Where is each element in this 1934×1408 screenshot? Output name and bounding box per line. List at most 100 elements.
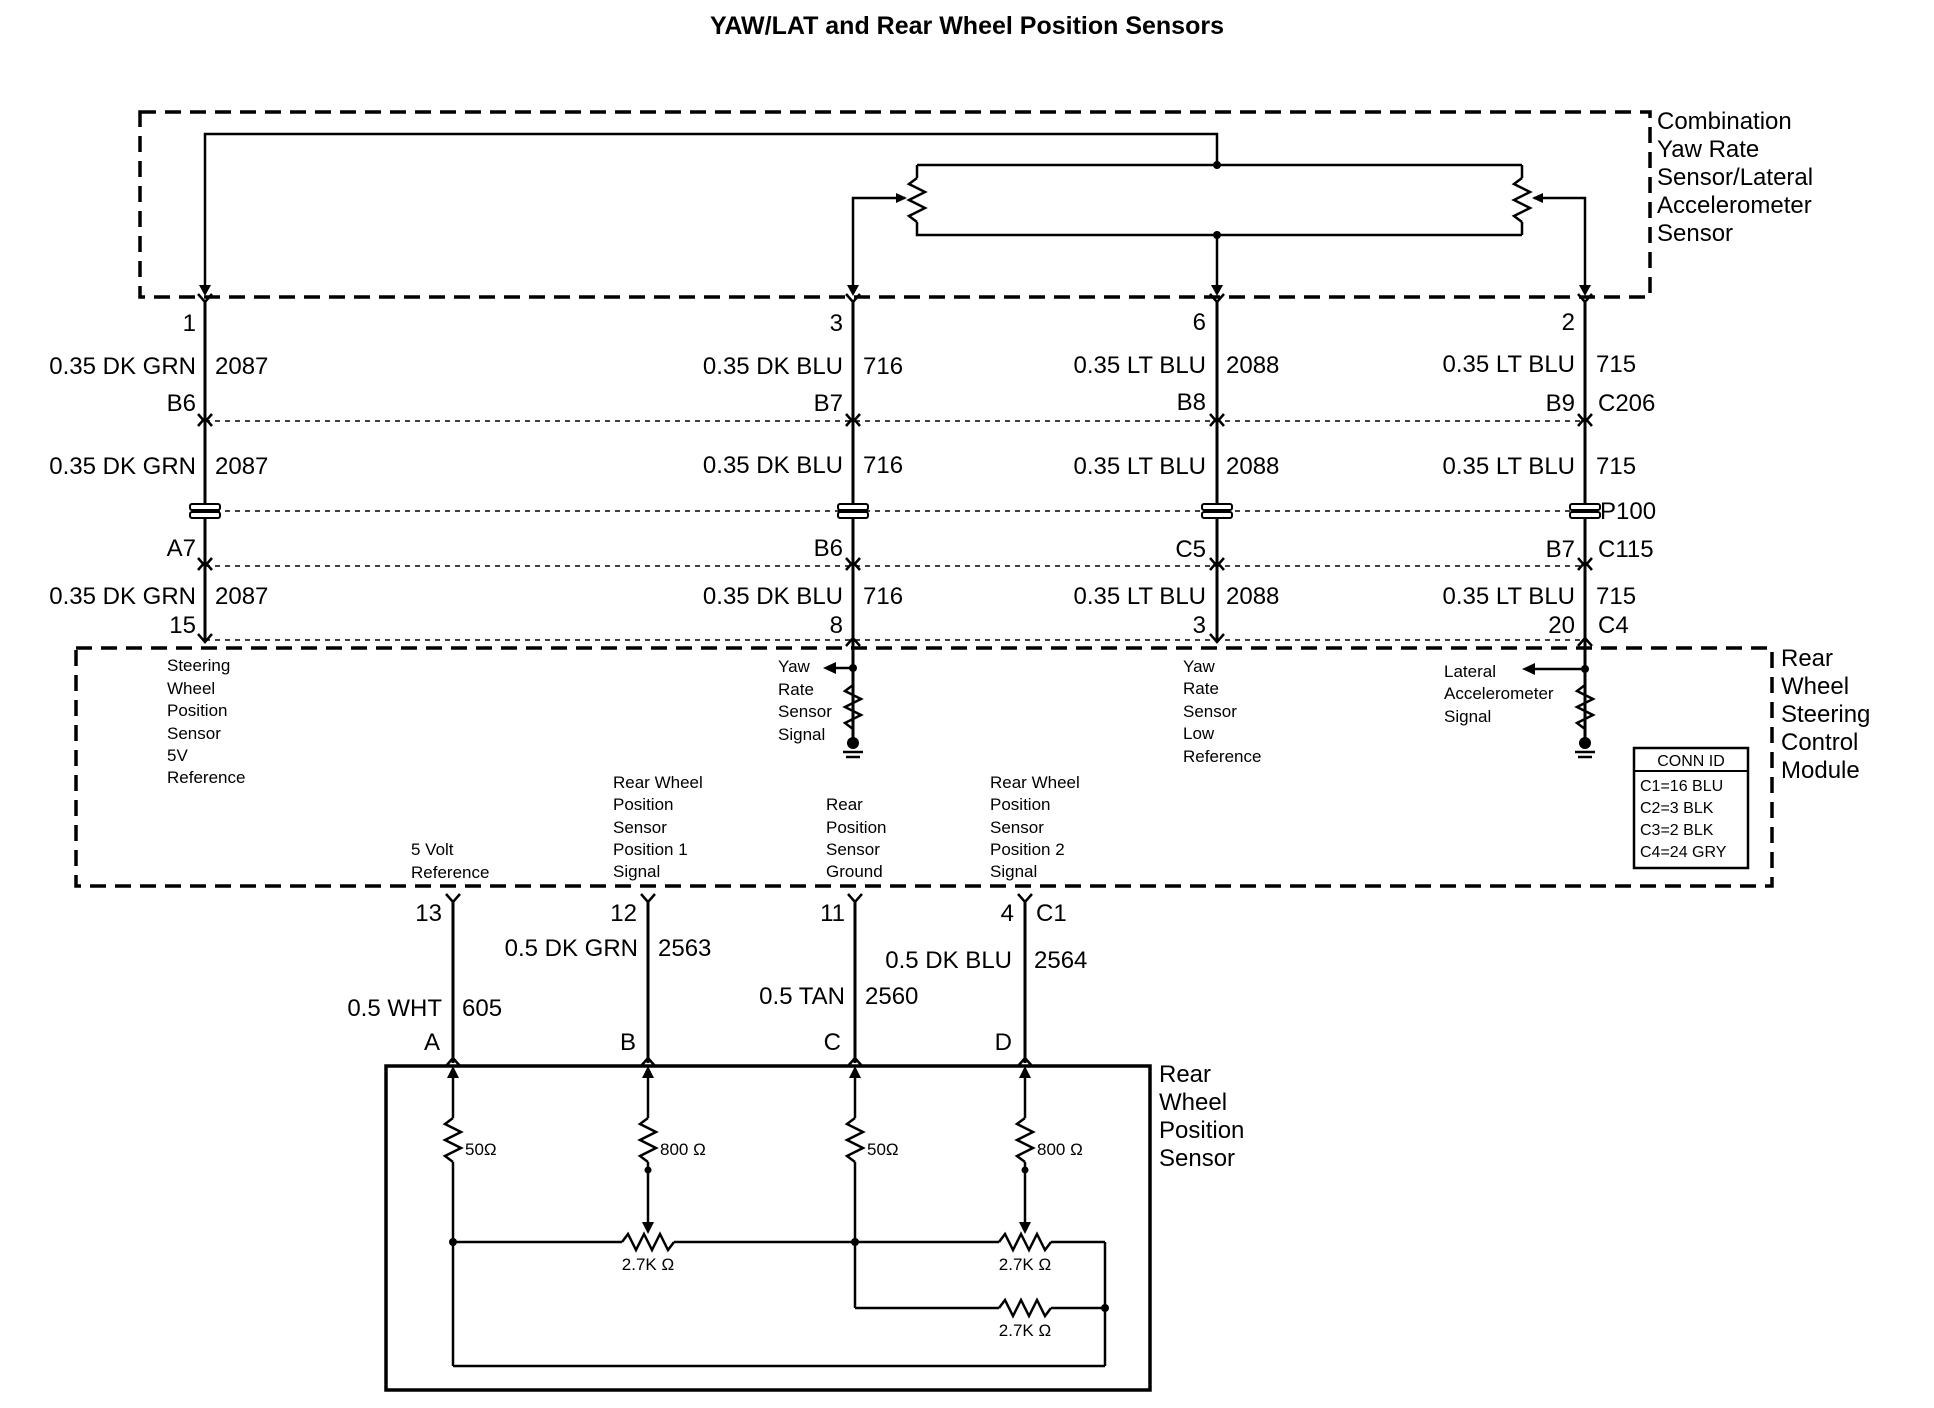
- svg-text:Sensor: Sensor: [826, 840, 880, 859]
- label-steering-wheel-5v-ref: Steering Wheel Position Sensor 5V Refere…: [167, 656, 245, 787]
- svg-text:0.35 LT BLU: 0.35 LT BLU: [1073, 352, 1206, 379]
- circuit-2560: 11 0.5 TAN 2560 C: [759, 893, 918, 1067]
- svg-text:Low: Low: [1183, 724, 1215, 743]
- rear-wheel-steering-control-module: Rear Wheel Steering Control Module Steer…: [74, 645, 1870, 888]
- svg-text:2.7K Ω: 2.7K Ω: [999, 1321, 1051, 1340]
- svg-text:6: 6: [1193, 309, 1206, 336]
- svg-text:Combination: Combination: [1657, 108, 1792, 135]
- diagram-title: YAW/LAT and Rear Wheel Position Sensors: [710, 12, 1224, 40]
- svg-text:Rear Wheel: Rear Wheel: [990, 773, 1080, 792]
- svg-text:3: 3: [830, 310, 843, 337]
- svg-text:Sensor: Sensor: [167, 724, 221, 743]
- svg-text:0.35 DK GRN: 0.35 DK GRN: [49, 353, 196, 380]
- svg-text:0.5 WHT: 0.5 WHT: [347, 995, 442, 1022]
- svg-text:C206: C206: [1598, 390, 1655, 417]
- svg-text:Position 2: Position 2: [990, 840, 1065, 859]
- label-yaw-rate-low-reference: Yaw Rate Sensor Low Reference: [1183, 657, 1261, 766]
- svg-text:800 Ω: 800 Ω: [660, 1140, 706, 1159]
- svg-text:Reference: Reference: [411, 863, 489, 882]
- svg-text:0.5 DK BLU: 0.5 DK BLU: [885, 947, 1012, 974]
- svg-text:B8: B8: [1177, 389, 1206, 416]
- svg-text:C115: C115: [1598, 536, 1654, 563]
- svg-text:C3=2 BLK: C3=2 BLK: [1640, 822, 1714, 839]
- svg-text:Ground: Ground: [826, 862, 883, 881]
- svg-text:5V: 5V: [167, 746, 188, 765]
- svg-text:Rate: Rate: [778, 680, 814, 699]
- svg-text:Position: Position: [826, 818, 886, 837]
- svg-text:0.35 DK BLU: 0.35 DK BLU: [703, 452, 843, 479]
- connector-p100: P100: [189, 498, 1656, 525]
- svg-text:A: A: [424, 1029, 440, 1056]
- svg-text:0.35 LT BLU: 0.35 LT BLU: [1073, 453, 1206, 480]
- svg-text:CONN ID: CONN ID: [1657, 753, 1725, 770]
- svg-text:2.7K Ω: 2.7K Ω: [622, 1255, 674, 1274]
- svg-text:Sensor: Sensor: [1657, 220, 1733, 247]
- svg-text:Position 1: Position 1: [613, 840, 688, 859]
- rear-wheel-position-sensor: Rear Wheel Position Sensor 50Ω 800 Ω 50Ω: [384, 1061, 1244, 1392]
- label-rwp-position-1: Rear Wheel Position Sensor Position 1 Si…: [613, 773, 703, 881]
- svg-text:Rate: Rate: [1183, 679, 1219, 698]
- svg-text:50Ω: 50Ω: [465, 1140, 497, 1159]
- circuit-715: 2 0.35 LT BLU 715 B9 C206 0.35 LT BLU 71…: [1442, 293, 1655, 740]
- svg-text:Sensor: Sensor: [1159, 1145, 1235, 1172]
- svg-text:Sensor: Sensor: [1183, 702, 1237, 721]
- circuit-2087: 1 0.35 DK GRN 2087 B6 0.35 DK GRN 2087 A…: [49, 293, 268, 644]
- circuit-605: 13 0.5 WHT 605 A: [347, 893, 502, 1067]
- svg-text:Sensor: Sensor: [778, 702, 832, 721]
- svg-text:B7: B7: [814, 390, 843, 417]
- svg-text:B: B: [620, 1029, 636, 1056]
- svg-text:C1: C1: [1036, 900, 1067, 927]
- svg-text:Rear: Rear: [1159, 1061, 1211, 1088]
- svg-text:2088: 2088: [1226, 453, 1279, 480]
- svg-text:C1=16 BLU: C1=16 BLU: [1640, 778, 1723, 795]
- circuit-2088: 6 0.35 LT BLU 2088 B8 0.35 LT BLU 2088 C…: [1073, 293, 1279, 644]
- svg-text:2088: 2088: [1226, 352, 1279, 379]
- svg-text:715: 715: [1596, 453, 1636, 480]
- svg-text:Lateral: Lateral: [1444, 662, 1496, 681]
- svg-text:2560: 2560: [865, 983, 918, 1010]
- svg-text:C4=24 GRY: C4=24 GRY: [1640, 844, 1727, 861]
- svg-text:C4: C4: [1598, 612, 1629, 639]
- svg-text:C2=3 BLK: C2=3 BLK: [1640, 800, 1714, 817]
- svg-text:4: 4: [1001, 900, 1014, 927]
- label-rwp-position-2: Rear Wheel Position Sensor Position 2 Si…: [990, 773, 1080, 881]
- svg-text:Yaw: Yaw: [1183, 657, 1216, 676]
- svg-text:C: C: [824, 1029, 841, 1056]
- circuit-2564: 4 C1 0.5 DK BLU 2564 D: [885, 893, 1087, 1067]
- svg-text:716: 716: [863, 583, 903, 610]
- svg-text:2088: 2088: [1226, 583, 1279, 610]
- svg-text:13: 13: [415, 900, 442, 927]
- label-yaw-rate-signal: Yaw Rate Sensor Signal: [778, 657, 832, 744]
- svg-text:0.35 DK GRN: 0.35 DK GRN: [49, 583, 196, 610]
- svg-text:2087: 2087: [215, 353, 268, 380]
- svg-text:Position: Position: [990, 795, 1050, 814]
- label-5v-reference: 5 Volt Reference: [411, 840, 489, 882]
- svg-text:Signal: Signal: [778, 725, 825, 744]
- svg-text:Wheel: Wheel: [1781, 673, 1849, 700]
- svg-text:Rear: Rear: [1781, 645, 1833, 672]
- svg-text:C5: C5: [1175, 536, 1206, 563]
- svg-text:715: 715: [1596, 351, 1636, 378]
- svg-text:20: 20: [1548, 612, 1575, 639]
- yaw-lat-sensor: Combination Yaw Rate Sensor/Lateral Acce…: [138, 108, 1813, 299]
- svg-text:0.5 TAN: 0.5 TAN: [759, 983, 845, 1010]
- svg-text:605: 605: [462, 995, 502, 1022]
- svg-text:2087: 2087: [215, 583, 268, 610]
- svg-text:Rear Wheel: Rear Wheel: [613, 773, 703, 792]
- svg-text:Wheel: Wheel: [167, 679, 215, 698]
- svg-text:B9: B9: [1546, 390, 1575, 417]
- svg-text:2087: 2087: [215, 453, 268, 480]
- svg-text:Sensor/Lateral: Sensor/Lateral: [1657, 164, 1813, 191]
- svg-text:12: 12: [610, 900, 637, 927]
- svg-text:0.35 LT BLU: 0.35 LT BLU: [1442, 351, 1575, 378]
- svg-text:0.35 DK GRN: 0.35 DK GRN: [49, 453, 196, 480]
- svg-text:5 Volt: 5 Volt: [411, 840, 454, 859]
- svg-text:0.35 LT BLU: 0.35 LT BLU: [1442, 453, 1575, 480]
- svg-text:A7: A7: [167, 535, 196, 562]
- svg-text:2: 2: [1562, 309, 1575, 336]
- svg-text:Signal: Signal: [1444, 707, 1491, 726]
- svg-text:Sensor: Sensor: [613, 818, 667, 837]
- svg-text:Position: Position: [613, 795, 673, 814]
- svg-text:15: 15: [169, 612, 196, 639]
